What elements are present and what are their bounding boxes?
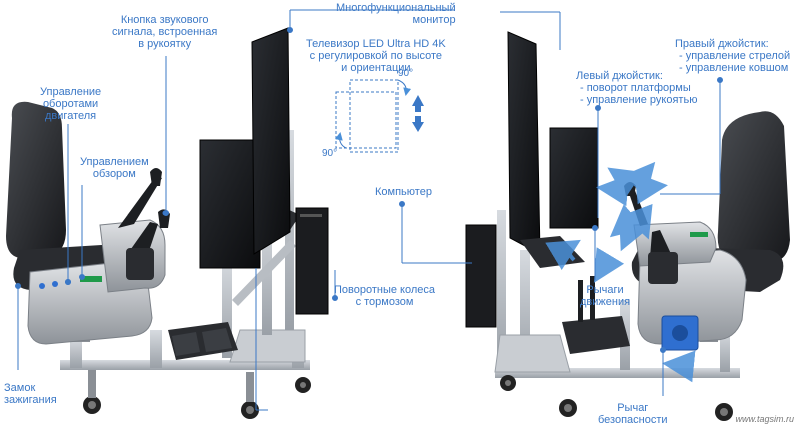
computer-label: Компьютер [375, 186, 432, 198]
right-pedals [562, 316, 630, 354]
rpm-switch [80, 276, 102, 282]
motion-levers [578, 276, 595, 322]
right-joystick-label: Правый джойстик: - управление стрелой - … [675, 38, 791, 74]
view-control-label: Управлением обзором [80, 156, 149, 180]
wheels-label: Поворотные колеса с тормозом [334, 284, 436, 308]
left-joysticks [118, 168, 170, 280]
engine-rpm-label: Управление оборотами двигателя [40, 86, 102, 122]
left-checker-plate [229, 329, 306, 363]
horn-button-label: Кнопка звукового сигнала, встроенная в р… [112, 14, 218, 50]
ignition-label: Замок зажигания [4, 382, 57, 406]
ignition-key-icon [39, 283, 45, 289]
watermark: www.tagsim.ru [735, 414, 794, 424]
left-simulator [6, 27, 329, 419]
left-joystick-label: Левый джойстик: - поворот платформы - уп… [576, 70, 698, 106]
callout-lines [15, 9, 723, 411]
left-base-frame [60, 360, 310, 370]
right-multifunction-monitor [549, 127, 599, 229]
tv-rotation-bottom-angle: 90° [322, 148, 338, 159]
right-base-frame [495, 368, 740, 378]
left-tv-screen [251, 27, 291, 255]
safety-lever-label: Рычаг безопасности [598, 402, 668, 426]
right-wheels [500, 375, 733, 421]
right-computer-case [465, 224, 497, 328]
monitor-label: Многофункциональный монитор [336, 2, 456, 26]
right-tv-screen [507, 31, 541, 255]
tv-rotation-top-angle: 90° [398, 68, 414, 79]
height-adjust-arrows-icon [412, 95, 424, 132]
motion-levers-label: Рычаги движения [580, 284, 631, 308]
left-wheels [83, 370, 311, 419]
tv-rotation-diagram [334, 79, 424, 153]
left-pedals [168, 322, 238, 360]
joystick-motion-arrows [545, 161, 696, 383]
right-checker-plate [494, 334, 571, 373]
tv-label: Телевизор LED Ultra HD 4K с регулировкой… [306, 38, 446, 74]
left-computer-case [295, 207, 329, 315]
left-multifunction-monitor [199, 139, 261, 269]
